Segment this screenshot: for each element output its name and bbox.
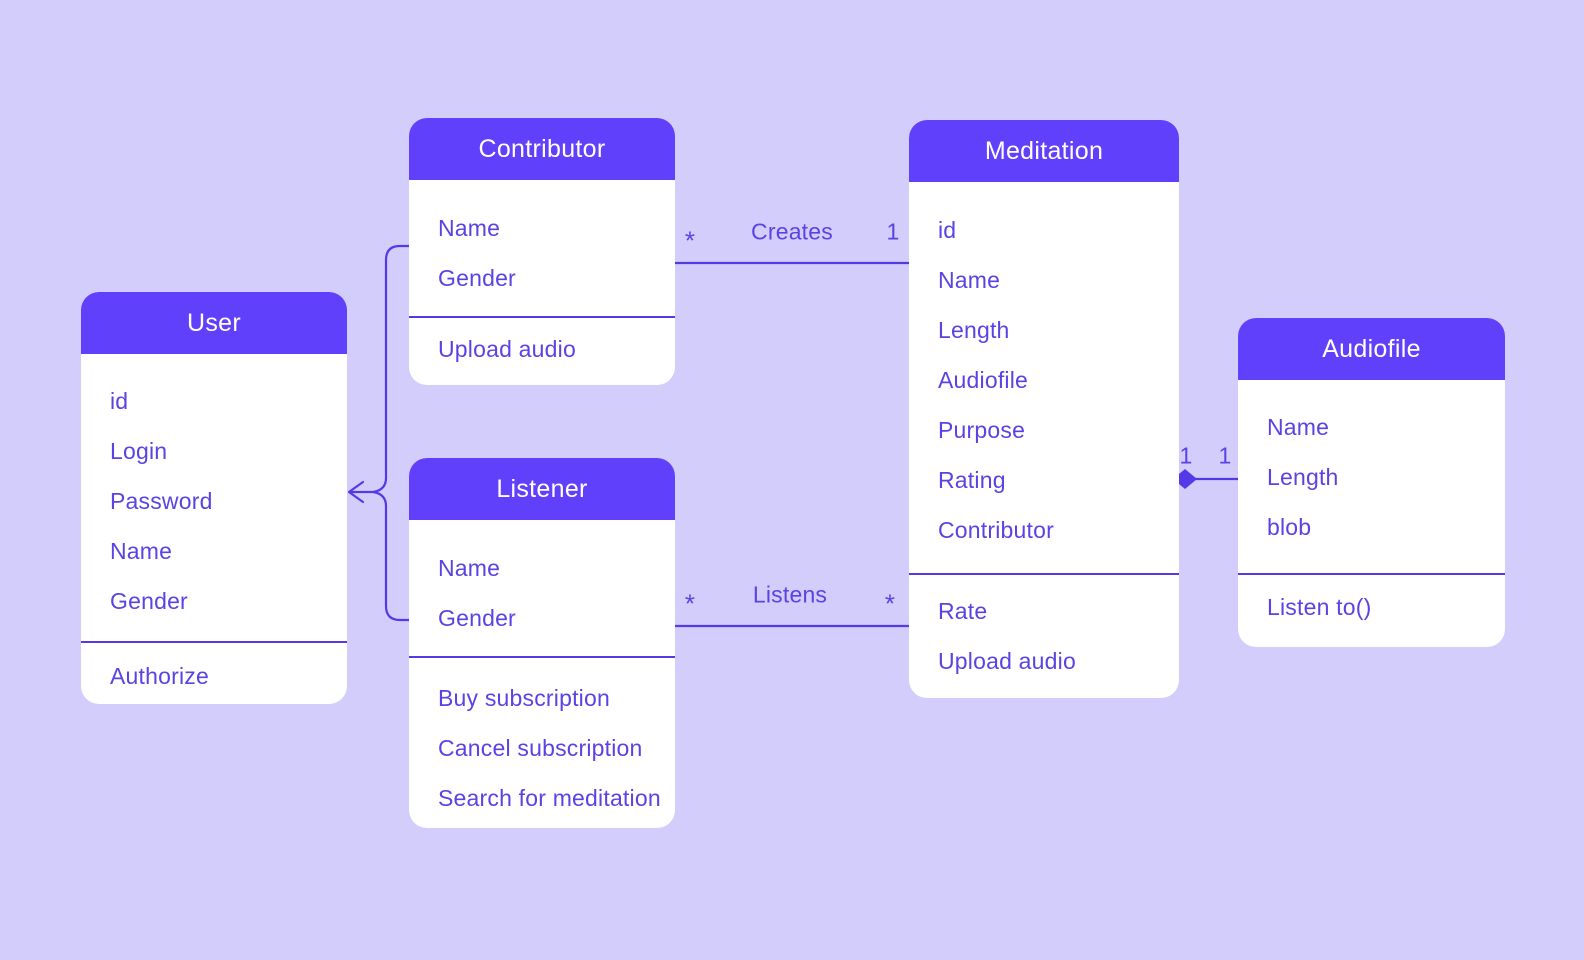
attribute-row: Name — [938, 266, 1001, 293]
composition-cardinality-right: 1 — [1218, 442, 1232, 469]
attribute-row: id — [938, 216, 957, 243]
attribute-row: Purpose — [938, 416, 1026, 443]
entity-audiofile-header: Audiofile — [1238, 318, 1505, 380]
section-divider — [409, 316, 675, 318]
entity-user-methods: Authorize — [81, 643, 347, 704]
entity-listener-title: Listener — [496, 474, 588, 503]
entity-audiofile-title: Audiofile — [1322, 334, 1421, 363]
attribute-row: Gender — [438, 264, 516, 291]
entity-user-header: User — [81, 292, 347, 354]
method-row: Upload audio — [438, 335, 576, 362]
attribute-row: Name — [1267, 413, 1330, 440]
inheritance-brace — [372, 244, 409, 622]
method-row: Authorize — [110, 662, 209, 689]
attribute-row: Gender — [438, 604, 516, 631]
method-row: Listen to() — [1267, 593, 1372, 620]
entity-audiofile: Audiofile Name Length blob Listen to() — [1238, 318, 1505, 647]
section-divider — [1238, 573, 1505, 575]
entity-meditation: Meditation id Name Length Audiofile Purp… — [909, 120, 1179, 698]
attribute-row: Length — [1267, 463, 1339, 490]
entity-audiofile-methods: Listen to() — [1238, 575, 1505, 644]
entity-listener-attributes: Name Gender — [409, 520, 675, 656]
attribute-row: Audiofile — [938, 366, 1029, 393]
entity-meditation-title: Meditation — [984, 136, 1104, 165]
entity-contributor-methods: Upload audio — [409, 318, 675, 385]
entity-contributor: Contributor Name Gender Upload audio — [409, 118, 675, 385]
method-row: Buy subscription — [438, 684, 610, 711]
attribute-row: Login — [110, 437, 168, 464]
creates-cardinality-right: 1 — [886, 218, 900, 245]
method-row: Search for meditation — [438, 784, 661, 811]
entity-user-attributes: id Login Password Name Gender — [81, 354, 347, 641]
listens-cardinality-right: * — [884, 588, 896, 619]
attribute-row: Contributor — [938, 516, 1054, 543]
entity-listener-methods: Buy subscription Cancel subscription Sea… — [409, 658, 675, 828]
composition-cardinality-left: 1 — [1179, 442, 1193, 469]
method-row: Upload audio — [938, 647, 1076, 674]
entity-meditation-methods: Rate Upload audio — [909, 575, 1179, 696]
attribute-row: blob — [1267, 513, 1312, 540]
entity-listener-header: Listener — [409, 458, 675, 520]
entity-meditation-attributes: id Name Length Audiofile Purpose Rating … — [909, 182, 1179, 573]
entity-contributor-title: Contributor — [478, 134, 606, 163]
entity-user: User id Login Password Name Gender Autho… — [81, 292, 347, 704]
entity-user-title: User — [187, 308, 241, 337]
creates-label: Creates — [751, 218, 833, 245]
entity-contributor-header: Contributor — [409, 118, 675, 180]
section-divider — [409, 656, 675, 658]
attribute-row: Rating — [938, 466, 1006, 493]
section-divider — [81, 641, 347, 643]
attribute-row: Name — [438, 214, 501, 241]
method-row: Cancel subscription — [438, 734, 643, 761]
entity-audiofile-attributes: Name Length blob — [1238, 380, 1505, 573]
inheritance-arrowhead-icon — [347, 480, 365, 504]
entity-listener: Listener Name Gender Buy subscription Ca… — [409, 458, 675, 828]
section-divider — [909, 573, 1179, 575]
entity-contributor-attributes: Name Gender — [409, 180, 675, 316]
creates-cardinality-left: * — [684, 225, 696, 256]
attribute-row: Length — [938, 316, 1010, 343]
listens-label: Listens — [752, 581, 828, 608]
method-row: Rate — [938, 597, 988, 624]
attribute-row: Name — [110, 537, 173, 564]
entity-meditation-header: Meditation — [909, 120, 1179, 182]
attribute-row: id — [110, 387, 129, 414]
listens-cardinality-left: * — [684, 588, 696, 619]
attribute-row: Password — [110, 487, 213, 514]
attribute-row: Name — [438, 554, 501, 581]
attribute-row: Gender — [110, 587, 188, 614]
